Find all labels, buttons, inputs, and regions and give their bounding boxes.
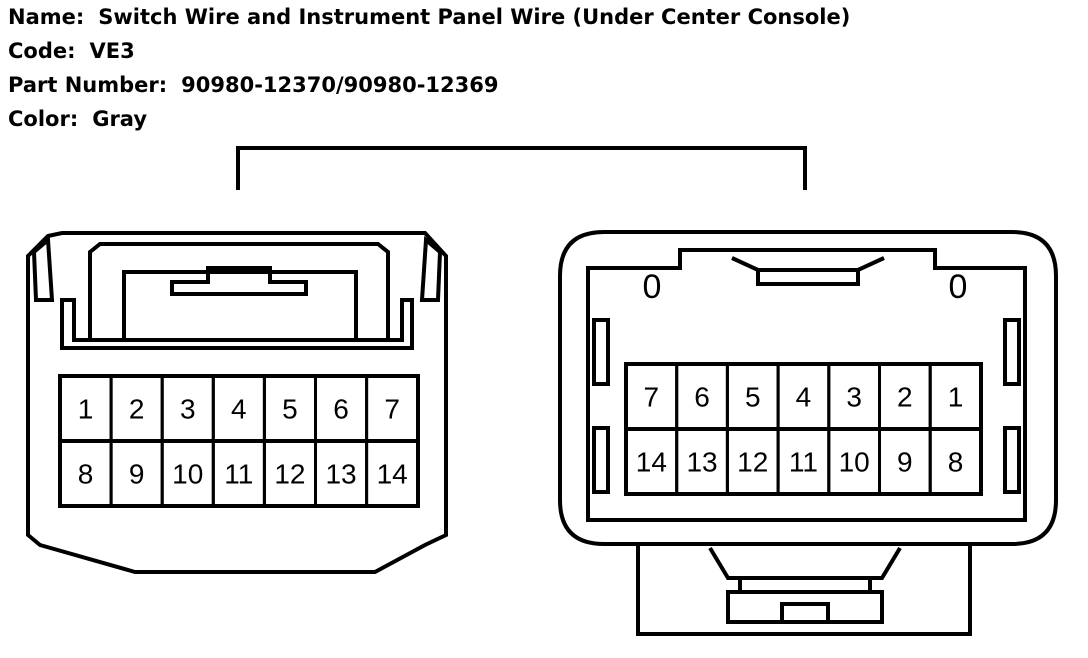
- right-pin-number: 11: [789, 447, 818, 478]
- code-label: Code:: [8, 39, 76, 63]
- name-row: Name: Switch Wire and Instrument Panel Wi…: [8, 0, 850, 34]
- left-pin-7: 7: [365, 374, 420, 443]
- right-pin-cell: [928, 427, 983, 496]
- right-pin-number: 8: [948, 447, 964, 478]
- left-pin-number: 10: [172, 459, 203, 490]
- right-pin-number: 3: [846, 382, 862, 413]
- left-pin-number: 13: [325, 459, 356, 490]
- left-pin-number: 4: [231, 394, 247, 425]
- left-pin-number: 7: [384, 394, 400, 425]
- right-pin-5: 5: [725, 362, 780, 431]
- right-pin-number: 1: [948, 382, 964, 413]
- right-pin-8: 8: [928, 427, 983, 496]
- name-value: Switch Wire and Instrument Panel Wire (U…: [98, 5, 851, 29]
- left-pin-1: 1: [58, 374, 113, 443]
- left-pin-cell: [365, 439, 420, 508]
- left-pin-11: 11: [211, 439, 266, 508]
- name-label: Name:: [8, 5, 85, 29]
- connector-info: Name: Switch Wire and Instrument Panel Wi…: [8, 0, 850, 136]
- right-pin-1: 1: [928, 362, 983, 431]
- right-pin-number: 13: [686, 447, 717, 478]
- right-pin-number: 14: [636, 447, 667, 478]
- left-pin-2: 2: [109, 374, 164, 443]
- right-pin-13: 13: [675, 427, 729, 496]
- right-connector-housing: [558, 230, 1058, 636]
- left-pin-number: 14: [377, 459, 408, 490]
- color-value: Gray: [92, 107, 148, 131]
- left-pin-10: 10: [160, 439, 215, 508]
- right-pin-number: 9: [897, 447, 913, 478]
- right-pin-9: 9: [878, 427, 932, 496]
- part-number-value: 90980-12370/90980-12369: [181, 73, 499, 97]
- left-pin-12: 12: [262, 439, 317, 508]
- left-pin-4: 4: [211, 374, 266, 443]
- left-pin-number: 5: [282, 394, 298, 425]
- right-pin-number: 12: [737, 447, 768, 478]
- part-number-label: Part Number:: [8, 73, 168, 97]
- right-corner-mark-right: 0: [949, 268, 968, 306]
- color-label: Color:: [8, 107, 79, 131]
- left-pin-number: 8: [78, 459, 94, 490]
- left-pin-13: 13: [314, 439, 369, 508]
- left-pin-number: 12: [274, 459, 305, 490]
- right-pin-number: 5: [745, 382, 761, 413]
- right-pin-14: 14: [624, 427, 679, 496]
- right-pin-number: 7: [644, 382, 660, 413]
- right-pin-number: 6: [694, 382, 710, 413]
- right-pin-6: 6: [675, 362, 729, 431]
- left-pin-number: 6: [333, 394, 349, 425]
- right-pin-2: 2: [878, 362, 932, 431]
- right-pin-4: 4: [776, 362, 831, 431]
- code-row: Code: VE3: [8, 34, 850, 68]
- right-corner-mark-left: 0: [643, 268, 662, 306]
- right-pin-number: 2: [897, 382, 913, 413]
- left-pin-3: 3: [160, 374, 215, 443]
- right-pin-grid: 7 6 5 4 3 2 1 14 13 12 11 10 9 8: [624, 362, 983, 496]
- left-pin-6: 6: [314, 374, 369, 443]
- pairing-bracket: [236, 146, 807, 190]
- left-pin-14: 14: [365, 439, 420, 508]
- right-pin-10: 10: [827, 427, 881, 496]
- left-pin-8: 8: [58, 439, 113, 508]
- right-pin-11: 11: [776, 427, 831, 496]
- code-value: VE3: [89, 39, 135, 63]
- part-number-row: Part Number: 90980-12370/90980-12369: [8, 68, 850, 102]
- left-pin-number: 1: [78, 394, 94, 425]
- right-pin-number: 10: [839, 447, 870, 478]
- right-pin-7: 7: [624, 362, 679, 431]
- left-pin-number: 3: [180, 394, 196, 425]
- color-row: Color: Gray: [8, 102, 850, 136]
- left-pin-9: 9: [109, 439, 164, 508]
- left-pin-5: 5: [262, 374, 317, 443]
- right-pin-number: 4: [796, 382, 812, 413]
- right-pin-3: 3: [827, 362, 881, 431]
- left-pin-number: 2: [129, 394, 145, 425]
- right-pin-12: 12: [725, 427, 780, 496]
- left-pin-number: 9: [129, 459, 145, 490]
- left-pin-number: 11: [224, 459, 253, 490]
